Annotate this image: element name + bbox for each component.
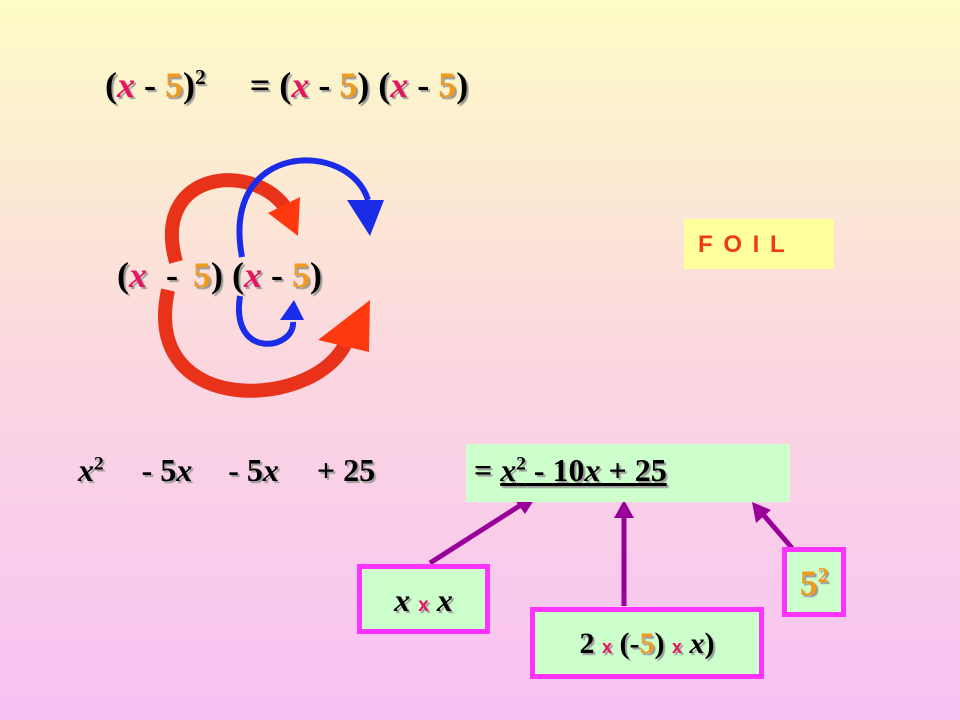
variable-x: x [117,65,135,105]
exponent: 2 [195,65,206,89]
first-arrow-head [268,197,300,236]
outer-arrow-arc [236,157,371,258]
result-expression: = x2 - 10x + 25 [474,452,667,489]
five: 5 [799,563,818,603]
two: 2 [579,627,602,660]
inner-arrow-arc [235,295,296,347]
result-highlight [466,444,790,502]
term-minus-5x: - 5 [141,452,177,488]
variable-x: x [584,452,601,488]
pointer-2x-head [614,500,634,518]
equals: = ( [249,65,292,105]
paren: ) [456,65,469,105]
five: 5 [339,65,358,105]
variable-x: x [243,255,262,295]
exponent: 2 [94,453,104,475]
variable-x: x [291,65,310,105]
variable-x: x [394,582,411,618]
minus: - [157,255,187,295]
times-sign: x [418,595,429,616]
pointer-xx [428,500,526,566]
term-plus-25: + 25 [316,452,376,488]
last-arrow-arc [158,288,354,398]
inner-arrow-head [280,300,304,320]
minus: - [408,65,439,105]
box-five-squared: 52 [782,547,846,617]
paren: ) [309,255,322,295]
paren: ) [654,627,672,660]
variable-x: x [689,627,705,660]
paren: (- [612,627,640,660]
minus: - [135,65,165,105]
variable-x: x [500,452,517,488]
five: 5 [165,65,183,105]
expansion-terms: x2 - 5x - 5x + 25 [78,452,375,489]
term-minus-10: - 10 [525,452,585,488]
foil-expression: (x - 5) (x - 5) [117,254,322,296]
times-sign: x [601,637,612,657]
five: 5 [438,65,457,105]
paren: ) ( [211,255,244,295]
paren: ) [183,65,195,105]
term-minus-5x: - 5 [228,452,263,488]
last-arrow-head [318,300,370,352]
five: 5 [639,627,655,660]
pointer-52 [759,510,794,550]
paren: ( [117,255,129,295]
paren: ( [105,65,117,105]
space [682,627,690,660]
five: 5 [193,255,211,295]
box-x-times-x: x x x [357,564,490,634]
minus: - [261,255,292,295]
equation-line-1: (x - 5)2 = (x - 5) (x - 5) [105,64,468,106]
foil-label: F O I L [684,219,834,269]
paren: ) ( [357,65,391,105]
term-x-squared: x [78,452,94,488]
five: 5 [291,255,310,295]
variable-x: x [436,582,453,618]
first-arrow-arc [164,173,293,264]
variable-x: x [262,452,279,488]
equals: = [474,452,501,488]
times-sign: x [671,637,682,657]
pointer-52-head [752,502,771,523]
minus: - [309,65,340,105]
variable-x: x [129,255,147,295]
exponent: 2 [817,563,829,587]
term-plus-25: + 25 [600,452,667,488]
outer-arrow-head [347,200,384,236]
box-two-times: 2 x (-5) x x) [530,607,764,679]
paren: ) [704,627,715,660]
variable-x: x [390,65,409,105]
variable-x: x [176,452,193,488]
exponent: 2 [516,453,526,475]
